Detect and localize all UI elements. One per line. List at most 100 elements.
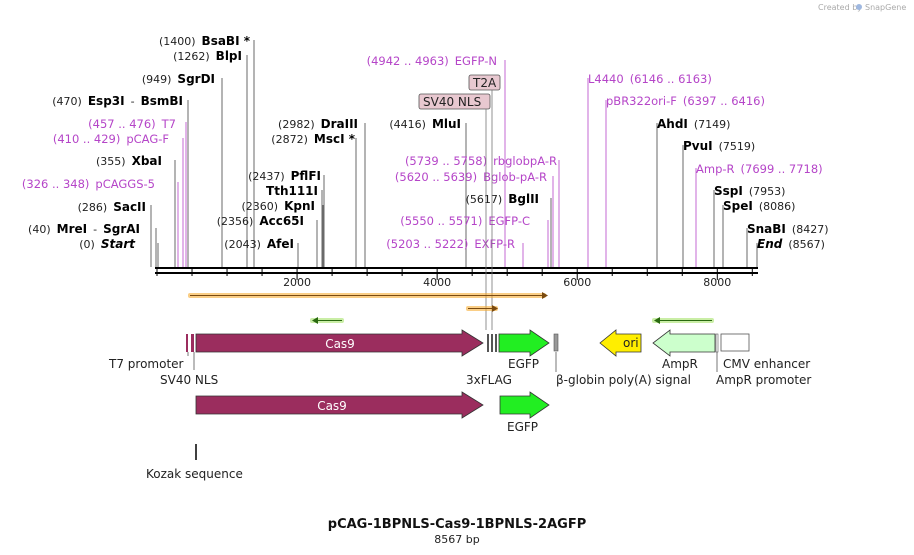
map-title: pCAG-1BPNLS-Cas9-1BPNLS-2AGFP: [328, 517, 586, 532]
site-label: AhdI(7149): [657, 117, 730, 131]
site-label-text: (4942 .. 4963)EGFP-N: [367, 54, 497, 68]
ampr-promoter-label: AmpR promoter: [716, 373, 811, 387]
site-label-text: (2043)AfeI: [224, 237, 294, 251]
site-label-text: (326 .. 348)pCAGGS-5: [22, 177, 155, 191]
ori-feature: ori: [599, 329, 642, 357]
flag-label: 3xFLAG: [466, 373, 512, 387]
site-label: SpeI(8086): [723, 199, 795, 213]
credit-brand: SnapGene: [865, 3, 906, 12]
cas9-translation-label: Cas9: [317, 399, 347, 413]
site-label-text: (1262)BlpI: [173, 49, 242, 63]
cmv-enhancer-label: CMV enhancer: [723, 357, 810, 371]
sv40-nls-box-label: SV40 NLS: [423, 95, 481, 109]
axis-tick-label: 4000: [423, 276, 451, 289]
snapgene-logo-icon: [856, 4, 862, 10]
site-label: (5203 .. 5222)EXFP-R: [386, 237, 515, 251]
site-label: SspI(7953): [714, 184, 785, 198]
site-label-text: (5617)BglII: [466, 192, 539, 206]
sv40-nls-box: [418, 93, 491, 110]
site-label: (355)XbaI: [96, 154, 162, 168]
cas9-translation: Cas9: [195, 391, 484, 419]
site-label: (4416)MluI: [389, 117, 461, 131]
site-label: (2982)DraIII: [278, 117, 358, 131]
site-label-text: (2437)PflFI: [248, 169, 321, 183]
site-label: (5620 .. 5639)Bglob-pA-R: [395, 170, 547, 184]
site-label-text: (5550 .. 5571)EGFP-C: [400, 214, 530, 228]
axis-ticks: 2000 4000 6000 8000: [156, 268, 753, 289]
site-label: (5550 .. 5571)EGFP-C: [400, 214, 530, 228]
site-label: (1400)BsaBI *: [159, 34, 251, 48]
site-label: (2360)KpnI: [242, 199, 315, 213]
site-label-text: (5203 .. 5222)EXFP-R: [386, 237, 515, 251]
site-label: (2043)AfeI: [224, 237, 294, 251]
site-label: (457 .. 476)T7: [88, 117, 176, 131]
credit-prefix: Created by: [818, 3, 862, 12]
egfp-label: EGFP: [508, 357, 539, 371]
axis-tick-label: 8000: [703, 276, 731, 289]
axis-tick-label: 2000: [283, 276, 311, 289]
site-label-text: pBR322ori-F(6397 .. 6416): [606, 94, 765, 108]
site-label: Tth111I: [266, 184, 318, 198]
site-label-text: (0)Start: [79, 237, 136, 251]
site-label: (4942 .. 4963)EGFP-N: [367, 54, 497, 68]
egfp-translation-label: EGFP: [507, 420, 538, 434]
site-label: (2872)MscI *: [271, 132, 355, 146]
cmv-enhancer-feature: [720, 333, 750, 352]
site-label-text: (2356)Acc65I: [217, 214, 304, 228]
site-label: (286)SacII: [78, 200, 146, 214]
sv40-nls-feature: [191, 334, 194, 352]
site-label-text: Tth111I: [266, 184, 318, 198]
t7-promoter-label: T7 promoter: [108, 357, 184, 371]
sequence-backbone: [155, 267, 758, 274]
site-label-text: Amp-R(7699 .. 7718): [696, 162, 823, 176]
t2a-label: T2A: [472, 76, 497, 90]
site-label-text: SnaBI(8427): [747, 222, 828, 236]
ori-label: ori: [623, 336, 639, 350]
site-label-text: SspI(7953): [714, 184, 785, 198]
site-label: (410 .. 429)pCAG-F: [53, 132, 169, 146]
ampr-promoter-feature: [715, 333, 719, 353]
site-label-text: (457 .. 476)T7: [88, 117, 176, 131]
site-label: (470)Esp3I-BsmBI: [52, 94, 183, 108]
site-label-text: (2982)DraIII: [278, 117, 358, 131]
kozak-label: Kozak sequence: [146, 467, 243, 481]
site-label-text: (286)SacII: [78, 200, 146, 214]
site-label-text: (40)MreI-SgrAI: [28, 222, 140, 236]
site-label: (326 .. 348)pCAGGS-5: [22, 177, 155, 191]
site-label: SnaBI(8427): [747, 222, 828, 236]
orf-bar-short: [466, 305, 498, 312]
orf-bar-ampr-reverse: [652, 317, 714, 324]
site-label: Amp-R(7699 .. 7718): [696, 162, 823, 176]
site-label-text: (4416)MluI: [389, 117, 461, 131]
site-label: (949)SgrDI: [142, 72, 215, 86]
site-label-text: PvuI(7519): [683, 139, 755, 153]
site-label-text: (5739 .. 5758)rbglobpA-R: [405, 154, 557, 168]
site-label-text: (410 .. 429)pCAG-F: [53, 132, 169, 146]
cas9-label: Cas9: [325, 337, 355, 351]
site-label-text: AhdI(7149): [657, 117, 730, 131]
site-label: End(8567): [757, 237, 825, 251]
axis-tick-label: 6000: [563, 276, 591, 289]
site-label: (5739 .. 5758)rbglobpA-R: [405, 154, 557, 168]
site-label: (5617)BglII: [466, 192, 539, 206]
t2a-box: [468, 74, 501, 91]
pa-signal-feature: [553, 333, 559, 352]
site-label-text: End(8567): [757, 237, 825, 251]
site-label-text: SpeI(8086): [723, 199, 795, 213]
site-label: L4440(6146 .. 6163): [588, 72, 712, 86]
egfp-feature: [498, 329, 550, 357]
flag-feature: [487, 334, 497, 352]
orf-bar-cas9-reverse: [310, 317, 344, 324]
site-label: (0)Start: [79, 237, 136, 251]
site-label-text: (355)XbaI: [96, 154, 162, 168]
sv40-nls-label: SV40 NLS: [160, 373, 218, 387]
map-subtitle: 8567 bp: [434, 533, 479, 546]
site-label: (2437)PflFI: [248, 169, 321, 183]
ampr-label: AmpR: [662, 357, 698, 371]
site-label-text: (470)Esp3I-BsmBI: [52, 94, 183, 108]
site-label-text: (1400)BsaBI *: [159, 34, 251, 48]
ampr-feature: [652, 329, 716, 357]
orf-bar-long: [188, 292, 548, 299]
